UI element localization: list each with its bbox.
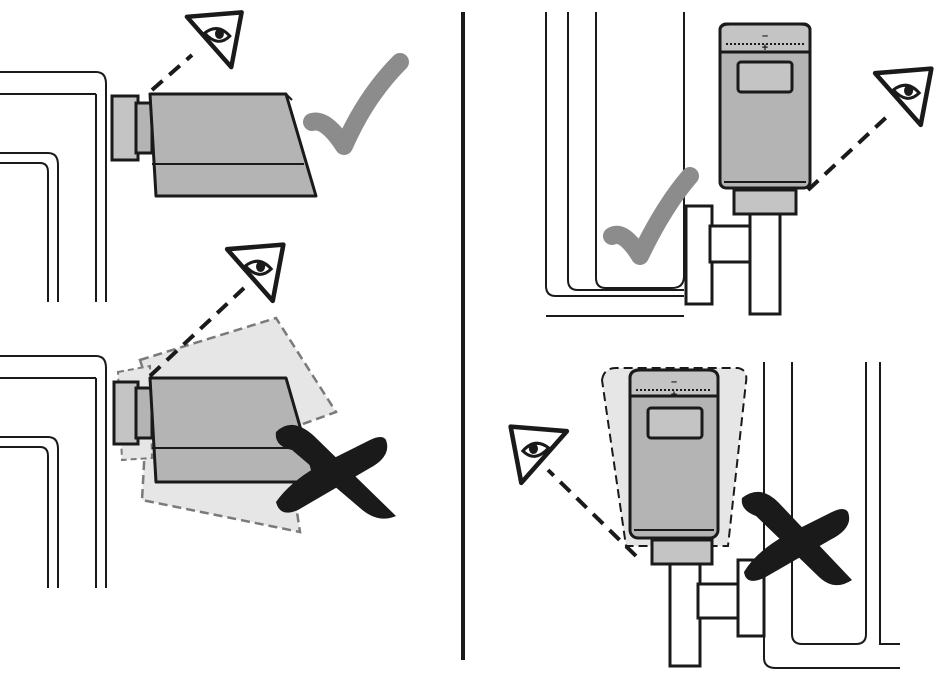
- display-window: [736, 60, 794, 94]
- minus-label: –: [762, 30, 768, 42]
- minus-label: –: [671, 376, 677, 388]
- panel-top-right: – +: [545, 12, 931, 317]
- valve-adapter: [110, 94, 140, 162]
- valve-adapter: [112, 380, 140, 446]
- supply-pipe: [748, 212, 782, 316]
- check-icon: [303, 53, 409, 155]
- radiator: [0, 71, 107, 302]
- eye-icon: [187, 12, 242, 67]
- thermostat-head: [148, 92, 318, 198]
- radiator: [763, 362, 900, 669]
- supply-pipe: [668, 558, 702, 668]
- eye-icon: [227, 245, 283, 301]
- plus-label: +: [762, 42, 768, 54]
- panel-top-left: [0, 12, 409, 302]
- panel-bottom-left: [0, 245, 396, 588]
- check-icon: [603, 167, 699, 265]
- plus-label: +: [671, 389, 677, 401]
- eye-icon: [511, 427, 567, 483]
- radiator-valve: [684, 204, 714, 306]
- cross-icon: [741, 491, 852, 586]
- thermostat-head: [148, 376, 318, 484]
- eye-icon: [875, 69, 931, 125]
- thermostat-head: – +: [628, 368, 720, 566]
- panel-bottom-right: – +: [511, 362, 900, 669]
- radiator: [0, 355, 107, 588]
- sight-line: [150, 53, 194, 92]
- display-window: [646, 406, 704, 440]
- thermostat-head: – +: [718, 22, 812, 216]
- sight-line: [806, 110, 894, 192]
- radiator: [545, 12, 685, 317]
- cross-icon: [275, 424, 396, 519]
- sight-line: [546, 468, 638, 558]
